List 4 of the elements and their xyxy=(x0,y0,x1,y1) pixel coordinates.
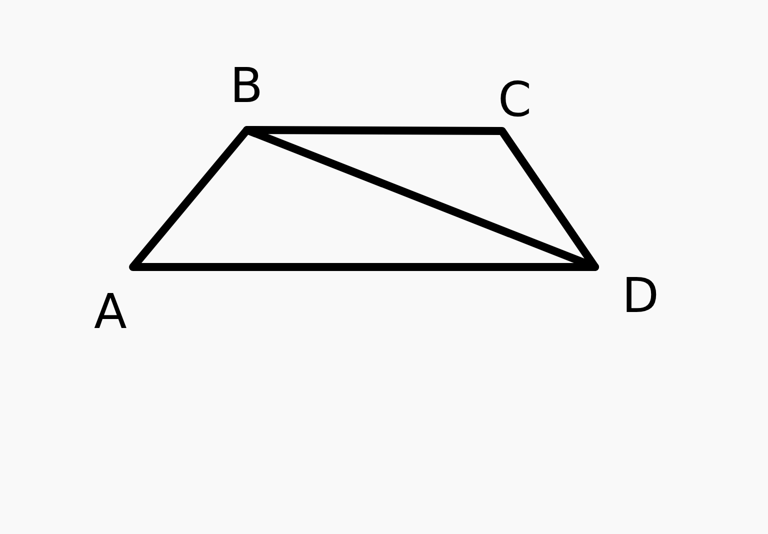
vertex-label: A xyxy=(94,288,127,336)
vertex-label: B xyxy=(230,62,263,110)
vertex-label: D xyxy=(622,272,659,320)
vertex-label: C xyxy=(498,76,532,124)
